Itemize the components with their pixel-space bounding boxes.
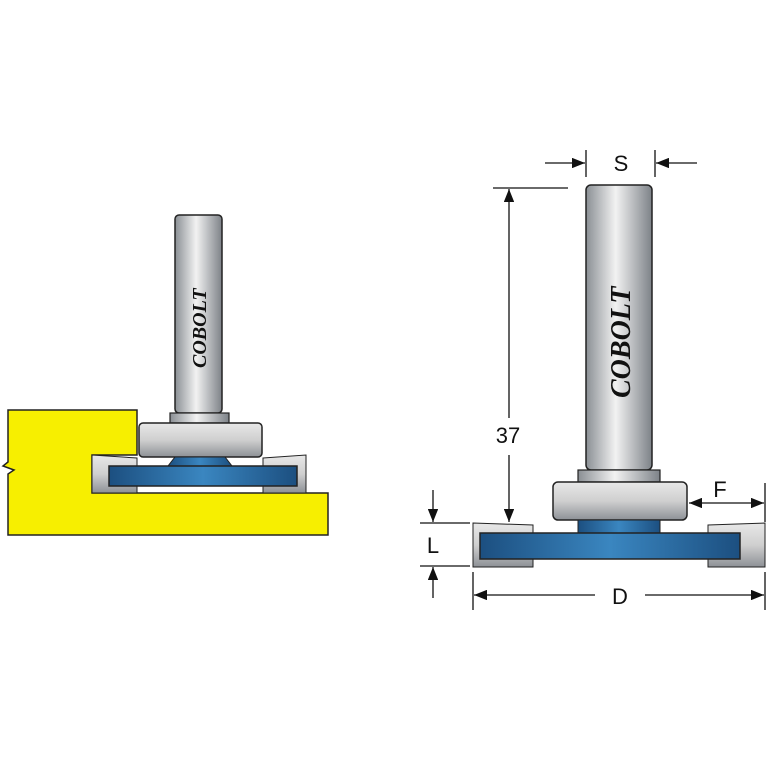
- usage-illustration: COBOLT: [1, 214, 329, 536]
- dim-diameter-label: D: [612, 584, 628, 609]
- cutter-body: [108, 465, 298, 487]
- brand-label: COBOLT: [606, 285, 637, 398]
- brand-label: COBOLT: [189, 288, 211, 368]
- collar: [169, 412, 230, 424]
- bearing: [552, 481, 688, 521]
- collar: [577, 469, 661, 483]
- dim-height-label: L: [427, 533, 439, 558]
- hub: [166, 456, 234, 467]
- cutter-body: [479, 532, 741, 560]
- bearing: [138, 422, 263, 458]
- workpiece: [1, 409, 329, 536]
- hub: [577, 519, 661, 534]
- dim-shank-label: S: [614, 151, 629, 176]
- dim-rebate-label: F: [713, 477, 726, 502]
- dimension-drawing: COBOLT S 37: [420, 150, 766, 610]
- dim-length-label: 37: [496, 423, 520, 448]
